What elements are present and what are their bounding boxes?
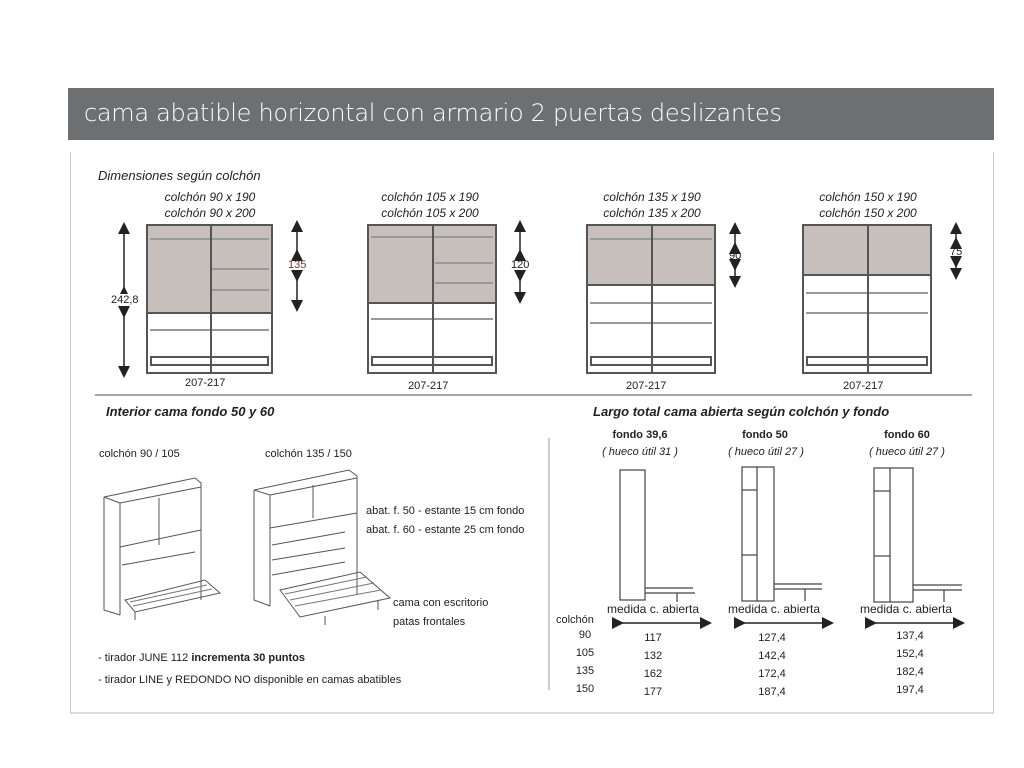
measure-label: medida c. abierta <box>728 602 821 616</box>
small-bed-label: colchón 90 / 105 <box>99 448 180 460</box>
width-label: 207-217 <box>185 377 226 389</box>
handle-note: - tirador LINE y REDONDO NO disponible e… <box>98 674 402 686</box>
door-height-label: 90 <box>729 250 742 262</box>
largo-heading: Largo total cama abierta según colchón y… <box>593 404 890 419</box>
dimensions-heading: Dimensiones según colchón <box>98 168 261 183</box>
desk-note: patas frontales <box>393 616 466 628</box>
page-header: cama abatible horizontal con armario 2 p… <box>68 88 994 140</box>
door-height-label: 75 <box>950 246 963 258</box>
measure-label: medida c. abierta <box>860 602 953 616</box>
wardrobe-front-drawing <box>586 224 716 374</box>
door-height-label: 135 <box>288 259 307 271</box>
fondo-label: fondo 50 <box>742 429 788 441</box>
hueco-label: ( hueco útil 31 ) <box>602 446 678 458</box>
height-label: 242,8 <box>109 294 141 306</box>
width-label: 207-217 <box>626 380 667 392</box>
hueco-label: ( hueco útil 27 ) <box>869 446 945 458</box>
page-title: cama abatible horizontal con armario 2 p… <box>84 99 782 127</box>
width-label: 207-217 <box>843 380 884 392</box>
measure-label: medida c. abierta <box>607 602 700 616</box>
interior-heading: Interior cama fondo 50 y 60 <box>106 404 275 419</box>
hueco-label: ( hueco útil 27 ) <box>728 446 804 458</box>
door-height-label: 120 <box>511 259 530 271</box>
wardrobe-front-drawing <box>367 224 497 374</box>
wardrobe-front-drawing <box>802 224 932 374</box>
shelf-note: abat. f. 60 - estante 25 cm fondo <box>366 524 525 536</box>
desk-note: cama con escritorio <box>393 597 489 609</box>
wardrobe-front-drawing <box>146 224 273 374</box>
fondo-label: fondo 60 <box>884 429 930 441</box>
width-label: 207-217 <box>408 380 449 392</box>
fondo-label: fondo 39,6 <box>612 429 668 441</box>
content-panel <box>70 152 994 714</box>
colchon-label: colchón <box>556 614 594 626</box>
shelf-note: abat. f. 50 - estante 15 cm fondo <box>366 505 525 517</box>
handle-note: - tirador JUNE 112 incrementa 30 puntos <box>98 652 306 664</box>
large-bed-label: colchón 135 / 150 <box>265 448 352 460</box>
